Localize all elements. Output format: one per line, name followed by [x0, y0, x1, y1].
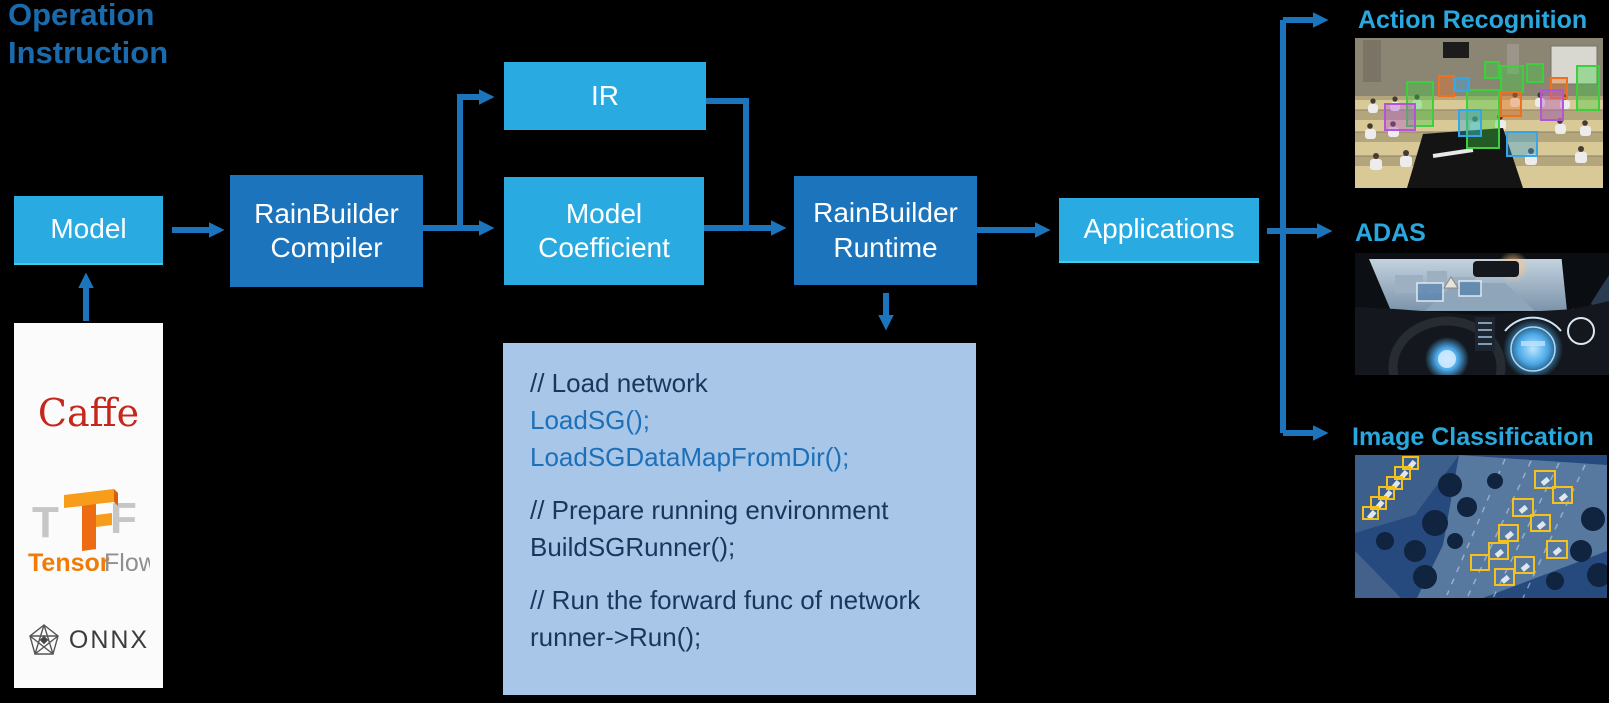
model-sources-panel: Caffe T F Tensor Flow: [14, 323, 163, 688]
tensorflow-text-tensor: Tensor: [28, 549, 110, 577]
runtime-code-snippet: // Load network LoadSG(); LoadSGDataMapF…: [503, 343, 976, 695]
action-recognition-image: [1355, 38, 1603, 188]
node-model: Model: [14, 196, 163, 265]
code-line: // Run the forward func of network: [530, 585, 921, 615]
label-adas: ADAS: [1355, 219, 1426, 247]
node-ir: IR: [504, 62, 706, 130]
code-line: LoadSGDataMapFromDir();: [530, 442, 850, 472]
code-blank-line: [530, 566, 966, 582]
label-action-recognition: Action Recognition: [1358, 6, 1588, 34]
node-model-coefficient: Model Coefficient: [504, 177, 704, 285]
page-title-line1: Operation: [8, 0, 155, 32]
page-title: Operation Instruction: [8, 0, 168, 72]
code-line: // Prepare running environment: [530, 495, 889, 525]
page-title-line2: Instruction: [8, 35, 169, 70]
image-classification-image: [1355, 455, 1607, 598]
tensorflow-icon: T F Tensor Flow: [28, 489, 157, 577]
svg-text:T: T: [32, 498, 59, 547]
code-blank-line: [530, 476, 966, 492]
onnx-logo: ONNX: [14, 623, 163, 657]
tensorflow-logo: T F Tensor Flow: [28, 481, 157, 582]
onnx-text: ONNX: [68, 625, 150, 654]
code-line: runner->Run();: [530, 622, 702, 652]
label-image-classification: Image Classification: [1352, 423, 1594, 451]
code-line: // Load network: [530, 368, 708, 398]
node-rainbuilder-runtime: RainBuilder Runtime: [794, 176, 977, 285]
tensorflow-text-flow: Flow: [104, 549, 150, 577]
node-rainbuilder-compiler: RainBuilder Compiler: [230, 175, 423, 287]
adas-image: [1355, 253, 1609, 375]
node-applications: Applications: [1059, 198, 1259, 263]
caffe-logo: Caffe: [37, 391, 140, 435]
code-line: LoadSG();: [530, 405, 650, 435]
code-line: BuildSGRunner();: [530, 532, 736, 562]
onnx-icon: [29, 624, 59, 655]
